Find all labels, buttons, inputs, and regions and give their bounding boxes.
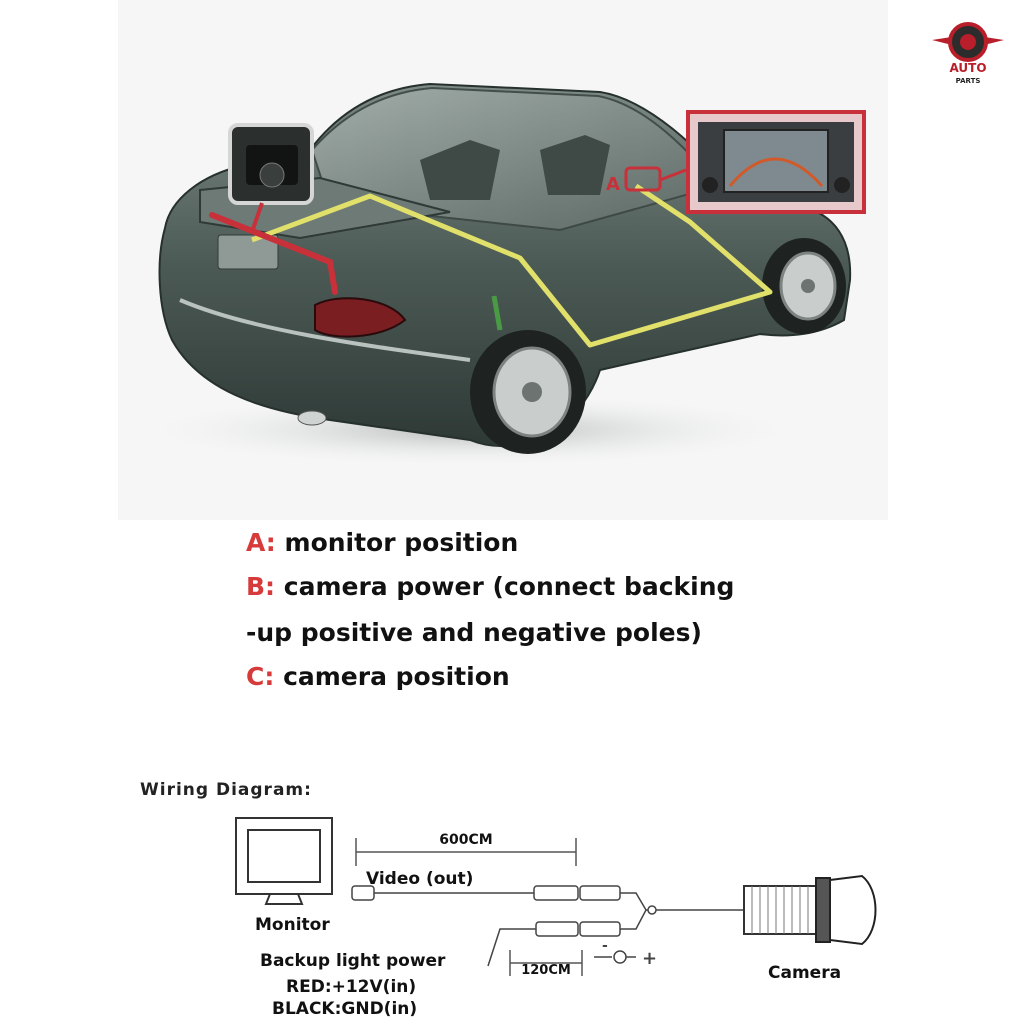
camera-label: Camera: [768, 963, 841, 983]
monitor-icon: [235, 817, 333, 905]
legend-text-b: camera power (connect backing: [275, 572, 735, 601]
legend-item-camera-position: C: camera position: [246, 662, 510, 691]
logo-word-2: PARTS: [956, 77, 981, 85]
camera-icon: [743, 874, 877, 946]
legend-item-camera-power: B: camera power (connect backing: [246, 572, 734, 601]
brand-logo: AUTO PARTS: [932, 22, 1004, 85]
video-cable: [351, 885, 744, 915]
legend-key-a: A:: [246, 528, 276, 557]
wiring-diagram: Monitor 600CM Video (out) 120CM - +: [235, 817, 877, 1019]
monitor-label: Monitor: [255, 915, 330, 935]
red-wire-label: RED:+12V(in): [286, 977, 416, 997]
car-illustration: A: [110, 82, 866, 470]
connector-green: [491, 295, 503, 331]
black-wire-label: BLACK:GND(in): [272, 999, 417, 1019]
polarity-minus: -: [602, 938, 608, 954]
monitor-callout: A: [606, 110, 866, 214]
polarity-plus: +: [642, 948, 657, 969]
legend-text-c: camera position: [274, 662, 510, 691]
legend-item-monitor-position: A: monitor position: [246, 528, 518, 557]
video-label: Video (out): [366, 869, 473, 889]
callout-a-letter: A: [606, 174, 620, 195]
legend-text-b-continued: -up positive and negative poles): [246, 618, 702, 647]
legend-item-camera-power-continued: -up positive and negative poles): [246, 618, 702, 647]
power-cable-length-label: 120CM: [521, 963, 571, 978]
legend-text-a: monitor position: [275, 528, 519, 557]
camera-callout: [228, 123, 314, 233]
power-cable: [487, 909, 647, 976]
legend-key-c: C:: [246, 662, 275, 691]
wire-route: [251, 183, 773, 348]
cable-length-dimension: [355, 838, 577, 866]
wiring-diagram-title: Wiring Diagram:: [140, 780, 312, 800]
logo-word-1: AUTO: [949, 61, 986, 75]
cable-length-label: 600CM: [439, 832, 492, 848]
legend-key-b: B:: [246, 572, 276, 601]
backup-power-title: Backup light power: [260, 951, 446, 971]
